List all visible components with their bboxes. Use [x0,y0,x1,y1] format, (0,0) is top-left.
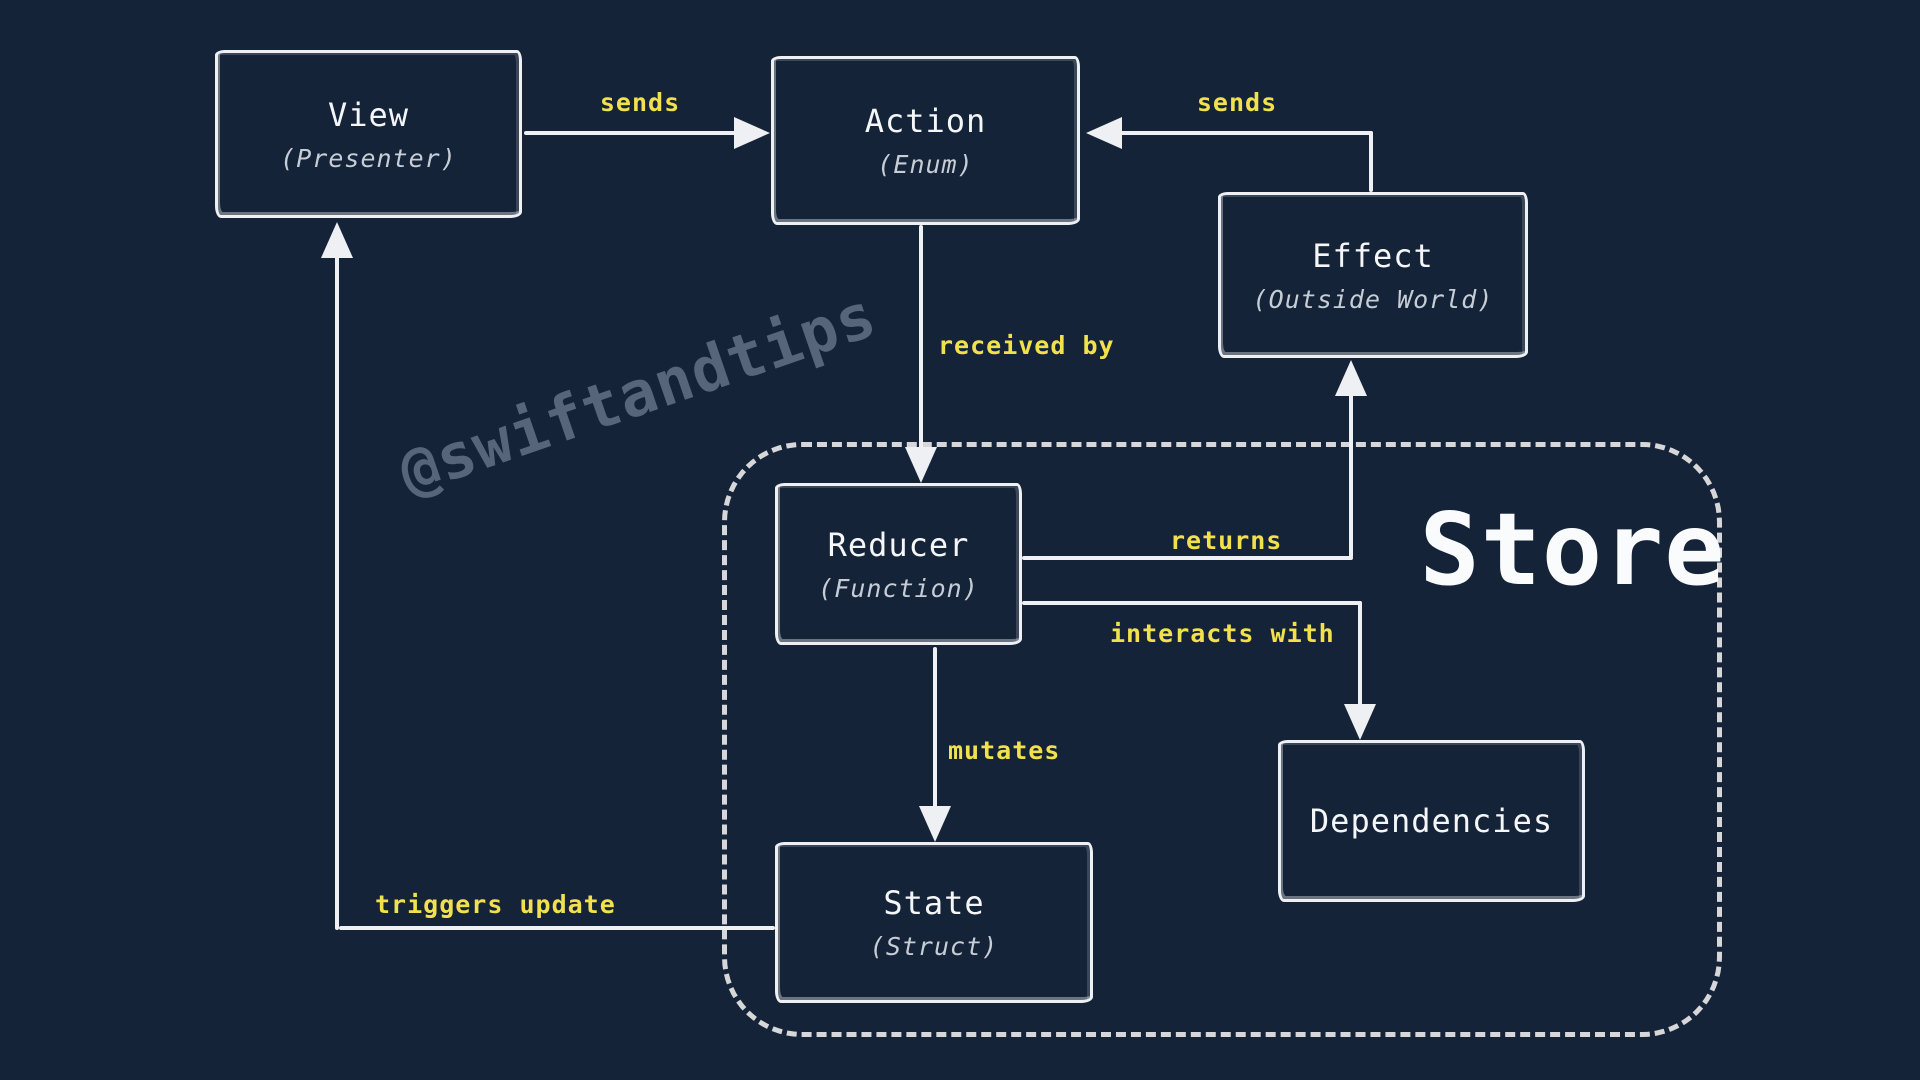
edge-effect-action-vline [1369,131,1373,192]
node-reducer: Reducer (Function) [775,483,1022,645]
edge-view-action-arrowhead [734,117,770,149]
store-title: Store [1419,491,1726,608]
edge-reducer-state-label: mutates [948,736,1061,765]
node-action: Action (Enum) [771,56,1080,225]
edge-view-action-label: sends [599,88,681,117]
node-state: State (Struct) [775,842,1093,1003]
edge-reducer-effect-arrowhead [1335,360,1367,396]
store-container [722,442,1722,1037]
edge-state-view-label: triggers update [375,890,616,919]
edge-reducer-dependencies-arrowhead [1344,704,1376,740]
edge-action-reducer-arrowhead [905,447,937,483]
node-reducer-subtitle: (Function) [818,573,979,603]
node-view: View (Presenter) [215,50,522,218]
edge-reducer-dependencies-label: interacts with [1110,619,1335,648]
node-state-subtitle: (Struct) [869,932,999,961]
edge-reducer-effect-vline [1349,394,1353,558]
node-effect-subtitle: (Outside World) [1252,284,1494,314]
node-effect: Effect (Outside World) [1218,192,1528,358]
node-action-subtitle: (Enum) [877,150,974,179]
edge-reducer-state-line [933,647,937,808]
node-reducer-title: Reducer [827,525,970,564]
edge-reducer-effect-hline [1022,556,1353,560]
edge-action-reducer-line [919,225,923,449]
node-view-subtitle: (Presenter) [280,143,457,173]
node-dependencies-title: Dependencies [1309,802,1554,840]
edge-state-view-arrowhead [321,222,353,258]
edge-state-view-hline [339,926,775,930]
edge-effect-action-arrowhead [1086,117,1122,149]
edge-action-reducer-label: received by [938,331,1115,360]
edge-effect-action-hline [1120,131,1373,135]
edge-reducer-dependencies-hline [1022,601,1362,605]
node-dependencies: Dependencies [1278,740,1585,902]
edge-view-action-line [524,131,736,135]
edge-reducer-effect-label: returns [1170,526,1283,555]
node-view-title: View [327,95,410,134]
node-action-title: Action [864,102,987,140]
node-effect-title: Effect [1312,236,1434,275]
node-state-title: State [883,884,985,922]
edge-effect-action-label: sends [1196,88,1278,117]
edge-reducer-state-arrowhead [919,806,951,842]
edge-reducer-dependencies-vline [1358,601,1362,706]
edge-state-view-vline [335,256,339,930]
